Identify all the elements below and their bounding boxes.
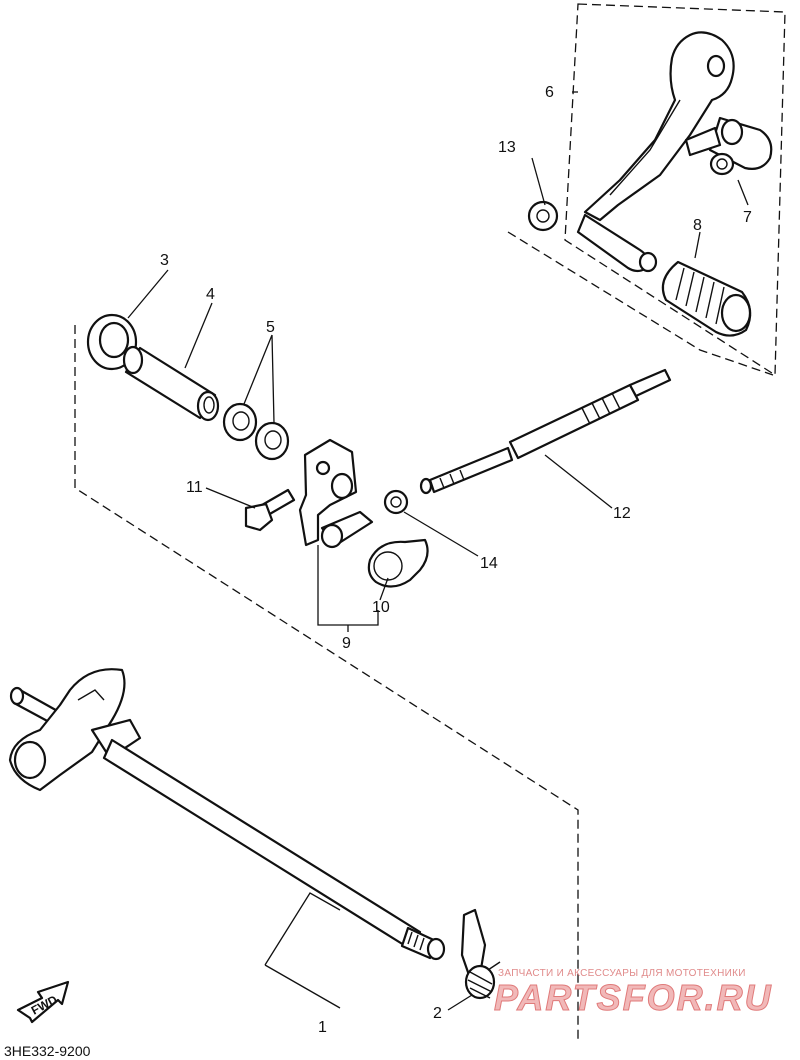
watermark: ЗАПЧАСТИ И АКСЕССУАРЫ ДЛЯ МОТОТЕХНИКИ PA… (494, 968, 773, 1019)
pivot-rod-end (684, 116, 773, 176)
callout-10: 10 (372, 599, 390, 616)
rod-end-10 (367, 538, 429, 588)
callout-4: 4 (206, 286, 215, 303)
shift-pedal-assembly-box (507, 3, 786, 377)
callout-2: 2 (433, 1005, 442, 1022)
callout-1: 1 (318, 1019, 327, 1036)
collar (122, 345, 220, 422)
callout-6: 6 (545, 84, 554, 101)
watermark-tagline: ЗАПЧАСТИ И АКСЕССУАРЫ ДЛЯ МОТОТЕХНИКИ (498, 968, 746, 979)
diagram-code: 3HE332-9200 (4, 1043, 91, 1059)
callout-14: 14 (480, 555, 498, 572)
callout-labels: 1 2 3 4 5 6 7 8 9 10 11 12 13 14 (160, 84, 752, 1036)
watermark-brand: PARTSFOR.RU (494, 977, 773, 1018)
pedal-rubber (661, 260, 752, 337)
shift-arm (298, 438, 374, 549)
leader-lines (127, 91, 749, 1011)
shaft-assembly-frame (74, 325, 579, 1040)
callout-9: 9 (342, 635, 351, 652)
callout-5: 5 (266, 319, 275, 336)
callout-11: 11 (186, 479, 203, 496)
nut-13 (527, 200, 559, 232)
callout-13: 13 (498, 139, 516, 156)
bearings (222, 402, 290, 461)
callout-8: 8 (693, 217, 702, 234)
shift-rod (419, 368, 672, 495)
shift-pedal-lever (576, 31, 735, 273)
torsion-spring (460, 908, 501, 1000)
nut-14 (383, 489, 409, 515)
bolt-11 (244, 488, 296, 532)
callout-3: 3 (160, 252, 169, 269)
callout-12: 12 (613, 505, 631, 522)
fwd-arrow-icon: FWD (16, 980, 70, 1024)
callout-7: 7 (743, 209, 752, 226)
shift-shaft (8, 668, 446, 961)
